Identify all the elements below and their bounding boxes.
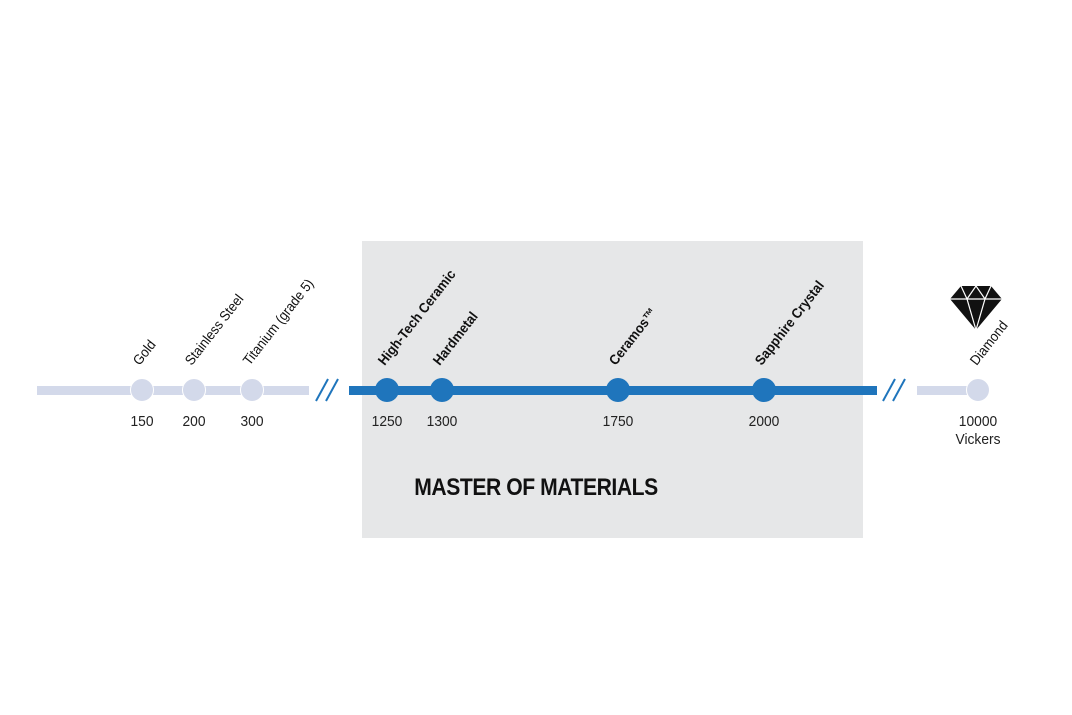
value-titanium: 300 xyxy=(240,413,264,430)
marker-ceramos xyxy=(606,378,630,402)
value-high-tech-ceramic: 1250 xyxy=(371,413,403,430)
value-sapphire-crystal: 2000 xyxy=(748,413,780,430)
marker-high-tech-ceramic xyxy=(375,378,399,402)
value-hardmetal: 1300 xyxy=(426,413,458,430)
panel-title: MASTER OF MATERIALS xyxy=(414,474,658,501)
track-light-right xyxy=(917,386,967,395)
label-stainless-steel: Stainless Steel xyxy=(181,291,247,368)
marker-gold xyxy=(130,378,154,402)
marker-titanium xyxy=(240,378,264,402)
value-gold: 150 xyxy=(130,413,154,430)
value-stainless-steel: 200 xyxy=(182,413,206,430)
value-diamond-number: 10000 xyxy=(958,413,998,430)
marker-diamond xyxy=(966,378,990,402)
value-diamond: 10000 Vickers xyxy=(941,413,1015,449)
value-ceramos: 1750 xyxy=(602,413,634,430)
axis-break-icon xyxy=(315,378,339,402)
marker-sapphire-crystal xyxy=(752,378,776,402)
diamond-icon xyxy=(950,285,1002,331)
label-titanium: Titanium (grade 5) xyxy=(239,275,317,368)
track-light-left xyxy=(37,386,309,395)
marker-stainless-steel xyxy=(182,378,206,402)
marker-hardmetal xyxy=(430,378,454,402)
label-gold: Gold xyxy=(129,336,159,368)
axis-break-icon xyxy=(882,378,906,402)
value-diamond-unit: Vickers xyxy=(955,431,1001,448)
